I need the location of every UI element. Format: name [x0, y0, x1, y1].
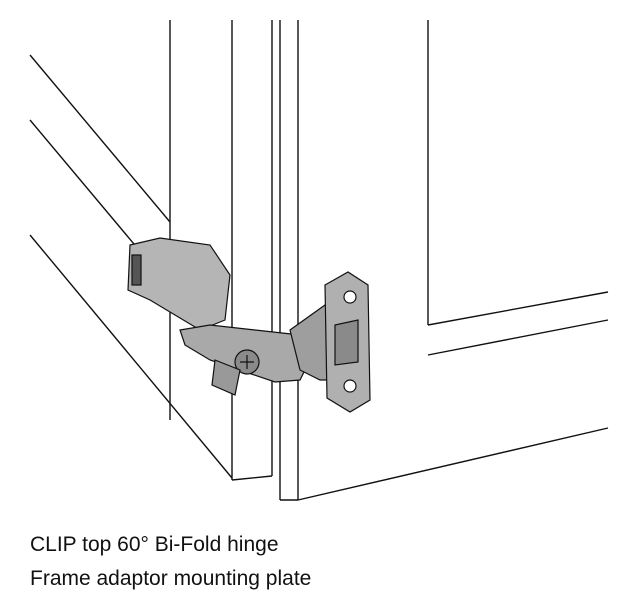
- caption-line-1: CLIP top 60° Bi-Fold hinge: [30, 533, 279, 556]
- hinge: [127, 237, 371, 413]
- caption-line-2: Frame adaptor mounting plate: [30, 567, 312, 590]
- left-cabinet: [29, 20, 273, 481]
- right-door: [279, 20, 609, 501]
- hinge-drawing: [29, 20, 609, 501]
